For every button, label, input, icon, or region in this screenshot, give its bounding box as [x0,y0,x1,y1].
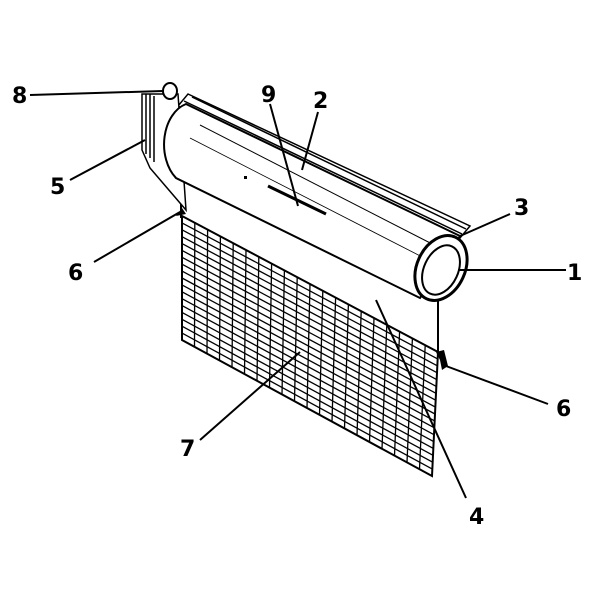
mesh-horizontal-line [181,304,434,443]
callout-2: 2 [313,89,328,114]
tube-body [163,102,462,300]
callout-6-left: 6 [68,261,83,286]
callout-6-right: 6 [556,397,571,422]
tube-top-flange [176,93,472,239]
mesh-horizontal-line [181,249,437,388]
mesh-horizontal-line [181,270,436,408]
mesh-horizontal-line [181,311,434,450]
mesh-horizontal-line [181,242,437,381]
callout-3: 3 [514,196,529,221]
mesh-horizontal-line [181,277,436,415]
tube-end [413,234,469,302]
mesh-horizontal-line [181,222,438,360]
callout-5: 5 [50,175,65,200]
mesh-horizontal-line [181,325,433,463]
mesh-horizontal-line [181,332,433,470]
mesh-horizontal-line [181,256,437,394]
right-hook [436,350,448,370]
callout-8: 8 [12,84,27,109]
mesh-horizontal-line [181,263,436,401]
mesh-horizontal-line [181,298,435,436]
mesh-horizontal-line [181,284,435,422]
callout-7: 7 [180,437,195,462]
mesh-horizontal-line [181,318,434,456]
callout-9: 9 [261,83,276,108]
tube-marker [244,176,247,179]
pull-knob [162,82,178,100]
leader-lines [29,90,566,499]
callout-1: 1 [567,261,582,286]
mesh-horizontal-line [181,236,438,374]
callout-4: 4 [469,505,484,530]
mesh-horizontal-line [181,291,435,429]
